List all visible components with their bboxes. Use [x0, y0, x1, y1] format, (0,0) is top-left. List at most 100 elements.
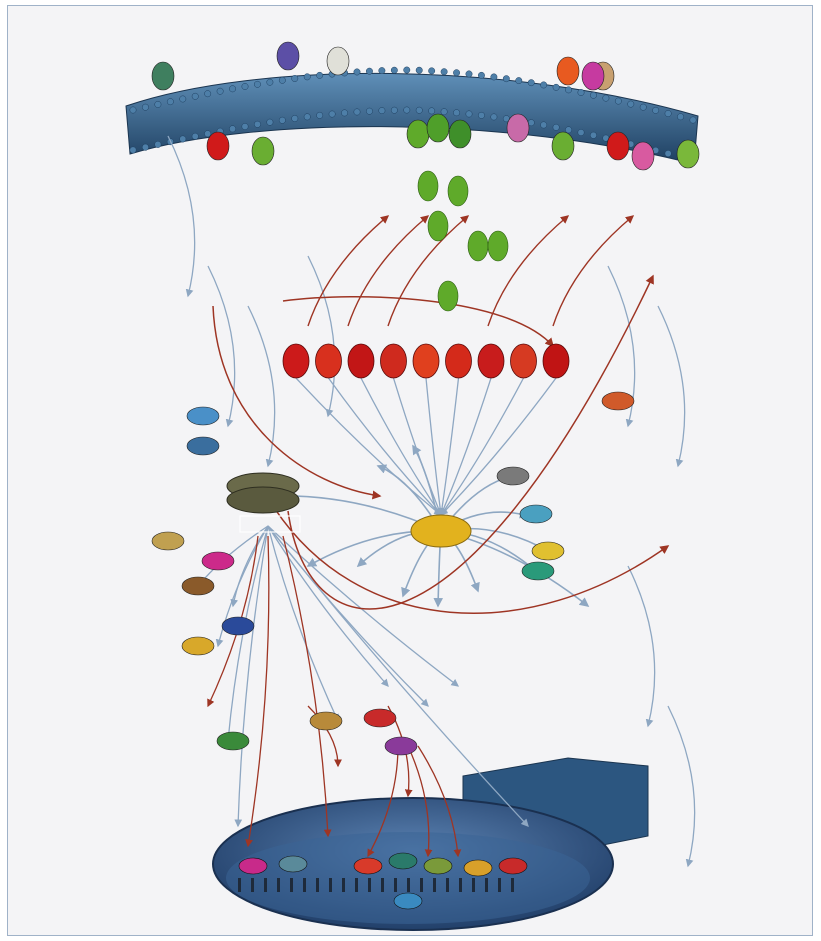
camp-hub: [411, 515, 471, 547]
membrane-bead: [354, 69, 360, 75]
membrane-bead: [665, 150, 671, 156]
g-protein-subunit: [448, 176, 468, 206]
membrane-bead: [267, 79, 273, 85]
adenylyl-cyclase: [381, 344, 407, 378]
membrane-bead: [292, 115, 298, 121]
membrane-receptor: [557, 57, 579, 85]
dna-strand-segment: [446, 878, 449, 892]
signaling-molecule: [310, 712, 342, 730]
dna-strand-segment: [394, 878, 397, 892]
membrane-bead: [316, 72, 322, 78]
membrane-bead: [242, 123, 248, 129]
adenylyl-cyclase: [511, 344, 537, 378]
membrane-bead: [466, 111, 472, 117]
membrane-bead: [279, 117, 285, 123]
signaling-molecule: [202, 552, 234, 570]
membrane-receptor: [407, 120, 429, 148]
dna-strand-segment: [485, 878, 488, 892]
activation-arrow: [441, 378, 491, 515]
dna-strand-segment: [329, 878, 332, 892]
membrane-bead: [341, 110, 347, 116]
membrane-bead: [354, 109, 360, 115]
dna-strand-segment: [277, 878, 280, 892]
membrane-bead: [416, 107, 422, 113]
membrane-bead: [565, 87, 571, 93]
membrane-bead: [404, 107, 410, 113]
membrane-bead: [466, 71, 472, 77]
signaling-molecule: [182, 577, 214, 595]
signaling-molecule: [152, 532, 184, 550]
membrane-bead: [416, 67, 422, 73]
dna-strand-segment: [238, 878, 241, 892]
membrane-receptor: [152, 62, 174, 90]
adenylyl-cyclase-row: [283, 344, 569, 378]
g-protein-subunit: [428, 211, 448, 241]
membrane-bead: [428, 68, 434, 74]
inhibition-arrow: [248, 536, 269, 846]
membrane-bead: [267, 119, 273, 125]
membrane-bead: [366, 68, 372, 74]
signaling-molecule: [532, 542, 564, 560]
dna-strand-segment: [251, 878, 254, 892]
activation-arrow: [268, 526, 458, 686]
dna-strand-segment: [368, 878, 371, 892]
membrane-bead: [192, 133, 198, 139]
activation-arrow: [441, 378, 524, 515]
membrane-receptor: [632, 142, 654, 170]
pka-complex: [227, 473, 300, 532]
membrane-bead: [516, 77, 522, 83]
nuclear-transcription-factor: [354, 858, 382, 874]
membrane-bead: [167, 98, 173, 104]
membrane-bead: [192, 93, 198, 99]
dna-strand-segment: [355, 878, 358, 892]
signaling-molecule: [385, 737, 417, 755]
membrane-bead: [180, 96, 186, 102]
membrane-bead: [428, 108, 434, 114]
membrane-bead: [304, 114, 310, 120]
signaling-molecule: [182, 637, 214, 655]
membrane-bead: [142, 144, 148, 150]
membrane-bead: [478, 72, 484, 78]
g-protein-subunit: [438, 281, 458, 311]
signaling-molecule: [222, 617, 254, 635]
membrane-bead: [254, 121, 260, 127]
membrane-bead: [491, 74, 497, 80]
membrane-bead: [441, 109, 447, 115]
signaling-molecule: [364, 709, 396, 727]
activation-arrow: [668, 706, 695, 866]
adenylyl-cyclase: [446, 344, 472, 378]
dna-strand-segment: [498, 878, 501, 892]
dna-strand-segment: [264, 878, 267, 892]
membrane-bead: [540, 122, 546, 128]
dna-strand-segment: [472, 878, 475, 892]
membrane-bead: [379, 67, 385, 73]
membrane-bead: [304, 74, 310, 80]
adenylyl-cyclase: [348, 344, 374, 378]
membrane-bead: [640, 104, 646, 110]
membrane-receptor: [327, 47, 349, 75]
membrane-bead: [590, 132, 596, 138]
nuclear-transcription-factor: [394, 893, 422, 909]
membrane-bead: [155, 101, 161, 107]
membrane-bead: [329, 111, 335, 117]
membrane-receptor: [449, 120, 471, 148]
membrane-bead: [391, 67, 397, 73]
membrane-bead: [453, 70, 459, 76]
membrane-bead: [553, 84, 559, 90]
membrane-receptor: [582, 62, 604, 90]
adenylyl-cyclase: [478, 344, 504, 378]
membrane-bead: [217, 88, 223, 94]
signaling-molecule: [602, 392, 634, 410]
membrane-bead: [553, 124, 559, 130]
membrane-bead: [690, 117, 696, 123]
g-protein-subunit: [488, 231, 508, 261]
membrane-bead: [603, 95, 609, 101]
dna-strand-segment: [459, 878, 462, 892]
membrane-bead: [229, 126, 235, 132]
activation-arrow: [441, 378, 556, 515]
activation-arrow: [658, 306, 685, 466]
membrane-bead: [292, 75, 298, 81]
membrane-bead: [379, 107, 385, 113]
activation-arrow: [628, 566, 655, 726]
dna-strand-segment: [290, 878, 293, 892]
